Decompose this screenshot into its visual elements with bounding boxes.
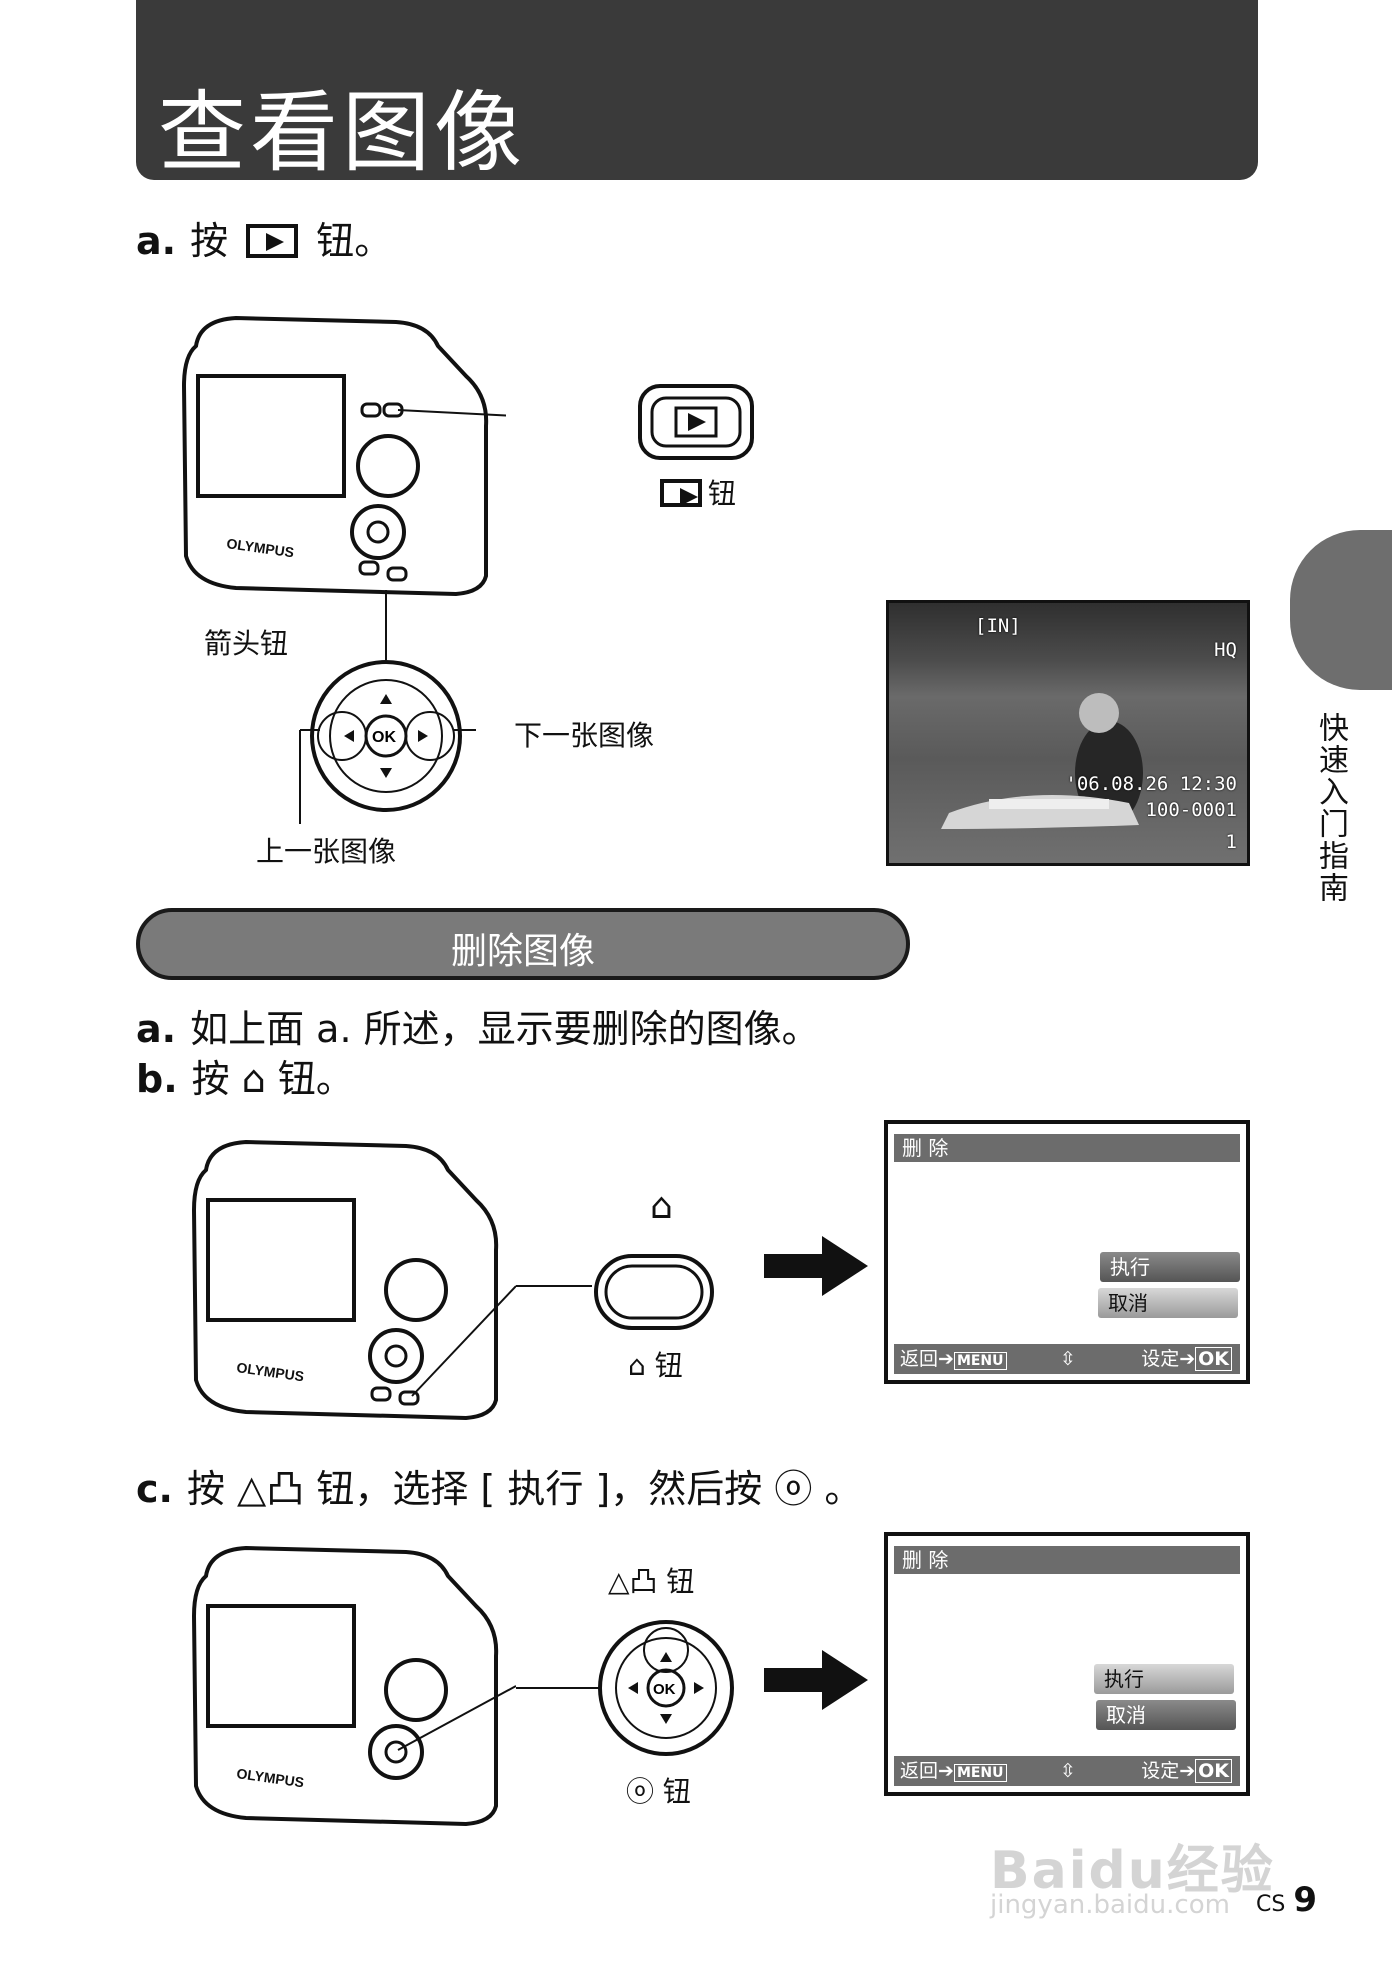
delete-step-a: a.如上面 a. 所述，显示要删除的图像。	[136, 1007, 820, 1051]
updown-icon: ⇳	[1060, 1348, 1076, 1370]
back-hint: 返回➔MENU	[900, 1756, 1007, 1788]
erase-icon: ⌂	[650, 1186, 673, 1227]
side-tab	[1290, 530, 1392, 690]
up-button-caption: △凸 钮	[608, 1565, 695, 1598]
cancel-option[interactable]: 取消	[1098, 1288, 1238, 1318]
watermark-url: jingyan.baidu.com	[990, 1890, 1230, 1920]
step-label: a.	[136, 219, 177, 263]
arrow-pad-caption: 箭头钮	[204, 627, 289, 660]
step-text: 按	[190, 219, 229, 263]
updown-icon: ⇳	[1060, 1760, 1076, 1782]
quality-indicator: HQ	[1214, 639, 1237, 661]
playback-photo: [IN] HQ '06.08.26 12:30 100-0001 1	[886, 600, 1250, 866]
page-title: 查看图像	[158, 81, 527, 184]
delete-step-c: c.按 △凸 钮，选择 [ 执行 ]，然后按 ⓞ 。	[136, 1467, 863, 1511]
ok-label: OK	[372, 729, 396, 746]
menu-title: 删 除	[894, 1134, 1240, 1162]
play-icon	[246, 224, 299, 258]
camera-back-illustration-2: OLYMPUS	[191, 1139, 516, 1420]
dpad-illustration-1: OK	[299, 590, 476, 824]
erase-icon: ⌂	[628, 1349, 655, 1382]
watermark-logo: Baidu经验	[990, 1841, 1275, 1901]
datetime-readout: '06.08.26 12:30	[1065, 773, 1237, 795]
next-image-caption: 下一张图像	[514, 719, 655, 752]
back-hint: 返回➔MENU	[900, 1344, 1007, 1376]
prev-image-caption: 上一张图像	[256, 835, 397, 868]
dpad-connector	[516, 1687, 600, 1689]
section-header	[136, 908, 910, 980]
play-button-closeup	[638, 384, 754, 460]
frame-number: 1	[1225, 831, 1237, 853]
execute-option[interactable]: 执行	[1094, 1664, 1234, 1694]
next-arrow-icon	[764, 1650, 868, 1710]
play-button-caption: 钮	[654, 472, 736, 512]
ok-button-caption: ⓞ 钮	[626, 1775, 691, 1808]
camera-back-illustration-1: OLYMPUS	[181, 315, 506, 596]
cancel-option[interactable]: 取消	[1096, 1700, 1236, 1730]
menu-footer: 返回➔MENU ⇳ 设定➔OK	[894, 1756, 1240, 1786]
erase-connector	[516, 1285, 592, 1287]
erase-button-closeup	[594, 1254, 714, 1330]
delete-step-b: b.按 ⌂ 钮。	[136, 1057, 354, 1101]
file-number: 100-0001	[1145, 799, 1237, 821]
memory-indicator: [IN]	[975, 615, 1021, 637]
step-text: 钮。	[316, 219, 393, 263]
section-title: 删除图像	[450, 931, 595, 972]
step-a-view: a. 按 钮。	[136, 210, 392, 265]
camera-back-illustration-3: OLYMPUS	[191, 1545, 516, 1826]
side-tab-label: 快速入门指南	[1313, 712, 1348, 904]
title-banner	[136, 0, 1258, 180]
ok-label: OK	[653, 1681, 676, 1698]
erase-button-caption: ⌂ 钮	[628, 1349, 683, 1382]
set-hint: 设定➔OK	[1141, 1344, 1232, 1374]
next-arrow-icon	[764, 1236, 868, 1296]
photo-scene	[941, 693, 1143, 829]
play-icon	[660, 479, 702, 507]
menu-footer: 返回➔MENU ⇳ 设定➔OK	[894, 1344, 1240, 1374]
delete-menu-screen-1: 删 除 执行 取消 返回➔MENU ⇳ 设定➔OK	[884, 1120, 1250, 1384]
menu-title: 删 除	[894, 1546, 1240, 1574]
execute-option[interactable]: 执行	[1100, 1252, 1240, 1282]
ok-circle-icon: ⓞ	[626, 1775, 663, 1808]
dpad-illustration-2: OK	[598, 1620, 734, 1756]
delete-menu-screen-2: 删 除 执行 取消 返回➔MENU ⇳ 设定➔OK	[884, 1532, 1250, 1796]
set-hint: 设定➔OK	[1141, 1756, 1232, 1786]
